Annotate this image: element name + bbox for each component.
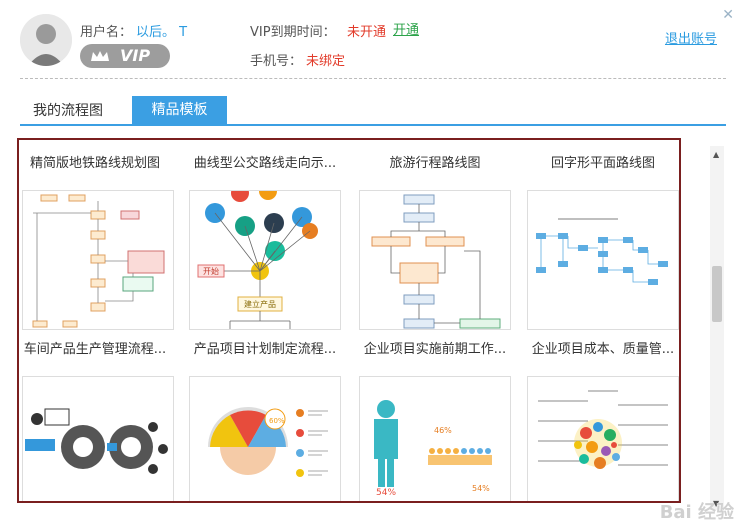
divider xyxy=(20,78,726,79)
avatar xyxy=(20,14,72,66)
scrollbar-thumb[interactable] xyxy=(712,266,722,322)
template-thumbnail xyxy=(359,190,511,330)
tab-my-flowcharts[interactable]: 我的流程图 xyxy=(33,103,103,119)
template-thumbnail xyxy=(527,190,679,330)
logout-link[interactable]: 退出账号 xyxy=(664,32,717,47)
vip-status: 未开通 xyxy=(347,25,387,40)
thumb-pct1: 54% xyxy=(376,488,396,498)
template-title: 企业项目实施前期工作... xyxy=(363,342,507,357)
template-thumbnail: 60% xyxy=(189,376,341,501)
vip-badge-label: VIP xyxy=(120,46,151,65)
phone-value: 未绑定 xyxy=(306,54,346,69)
template-grid: 精简版地铁路线规划图 曲线型公交路线走向示... xyxy=(17,138,681,503)
vertical-scrollbar[interactable]: ▲ ▼ xyxy=(710,146,724,510)
template-title: 企业项目成本、质量管... xyxy=(531,342,675,357)
template-title: 旅游行程路线图 xyxy=(389,156,481,171)
close-icon[interactable]: ✕ xyxy=(722,7,734,23)
thumb-pct2: 46% xyxy=(434,426,452,435)
vip-expire-label: VIP到期时间： xyxy=(250,25,336,40)
thumb-start-label: 开始 xyxy=(203,266,219,276)
template-title: 曲线型公交路线走向示... xyxy=(193,156,337,171)
scroll-down-icon[interactable]: ▼ xyxy=(713,499,720,508)
thumb-center-label: 建立产品 xyxy=(244,299,276,309)
template-thumbnail xyxy=(527,376,679,501)
scroll-up-icon[interactable]: ▲ xyxy=(713,150,720,159)
tab-underline xyxy=(20,124,726,126)
watermark: Bai 经验 xyxy=(659,502,734,523)
template-thumbnail: 54% 46% 54% xyxy=(359,376,511,501)
thumb-pct3: 54% xyxy=(472,484,490,493)
template-title: 车间产品生产管理流程... xyxy=(23,342,167,357)
template-title: 回字形平面路线图 xyxy=(550,156,655,171)
vip-activate-link[interactable]: 开通 xyxy=(393,23,420,38)
crown-icon xyxy=(91,51,109,61)
vip-badge: VIP xyxy=(80,44,170,68)
username-label: 用户名： xyxy=(80,25,133,40)
username-value: 以后。 T xyxy=(136,25,188,40)
template-title: 产品项目计划制定流程... xyxy=(193,342,337,357)
tab-premium-templates[interactable]: 精品模板 xyxy=(132,96,227,124)
phone-label: 手机号： xyxy=(250,54,303,69)
thumb-pct-label: 60% xyxy=(269,417,285,425)
template-thumbnail xyxy=(22,190,174,330)
template-thumbnail: 开始 建立产品 xyxy=(189,182,341,330)
template-thumbnail xyxy=(22,376,174,501)
template-title: 精简版地铁路线规划图 xyxy=(29,156,160,171)
